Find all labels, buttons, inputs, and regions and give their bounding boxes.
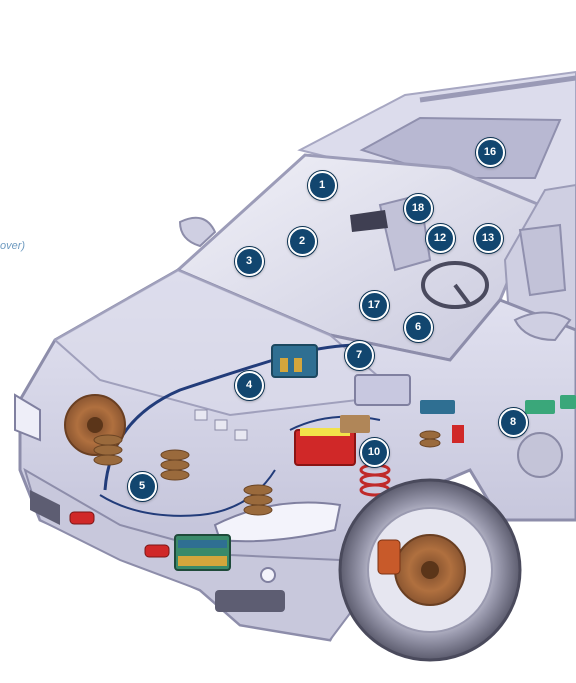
fog-light <box>260 567 276 583</box>
injector-row <box>194 409 248 441</box>
marker-5[interactable]: 5 <box>127 471 157 501</box>
marker-8[interactable]: 8 <box>498 407 528 437</box>
caliper <box>377 539 401 575</box>
rear-view-mirror <box>350 210 388 232</box>
right-mirror <box>513 311 572 342</box>
marker-3[interactable]: 3 <box>234 246 264 276</box>
marker-16[interactable]: 16 <box>475 137 505 167</box>
left-headlight <box>14 393 41 442</box>
marker-10[interactable]: 10 <box>359 437 389 467</box>
roof-rail <box>419 75 576 103</box>
steering-wheel <box>421 261 489 309</box>
lower-grille <box>215 590 285 612</box>
marker-17[interactable]: 17 <box>359 290 389 320</box>
spring-mid <box>160 449 190 481</box>
spring-left <box>93 434 123 466</box>
spring-rear <box>419 430 441 448</box>
mirror <box>178 216 217 248</box>
door-modules <box>420 395 576 478</box>
spring-front <box>243 484 273 516</box>
marker-1[interactable]: 1 <box>307 170 337 200</box>
marker-2[interactable]: 2 <box>287 226 317 256</box>
marker-13[interactable]: 13 <box>473 223 503 253</box>
wiring-3 <box>289 415 381 431</box>
indicator-left <box>69 511 95 525</box>
rear-seat <box>518 223 567 297</box>
side-grille <box>30 490 60 525</box>
side-caption: over) <box>0 240 26 252</box>
marker-7[interactable]: 7 <box>344 340 374 370</box>
marker-6[interactable]: 6 <box>403 312 433 342</box>
marker-18[interactable]: 18 <box>403 193 433 223</box>
marker-4[interactable]: 4 <box>234 370 264 400</box>
indicator-right <box>144 544 170 558</box>
marker-12[interactable]: 12 <box>425 223 455 253</box>
sensor-block <box>340 415 370 433</box>
relay-box <box>354 374 411 406</box>
